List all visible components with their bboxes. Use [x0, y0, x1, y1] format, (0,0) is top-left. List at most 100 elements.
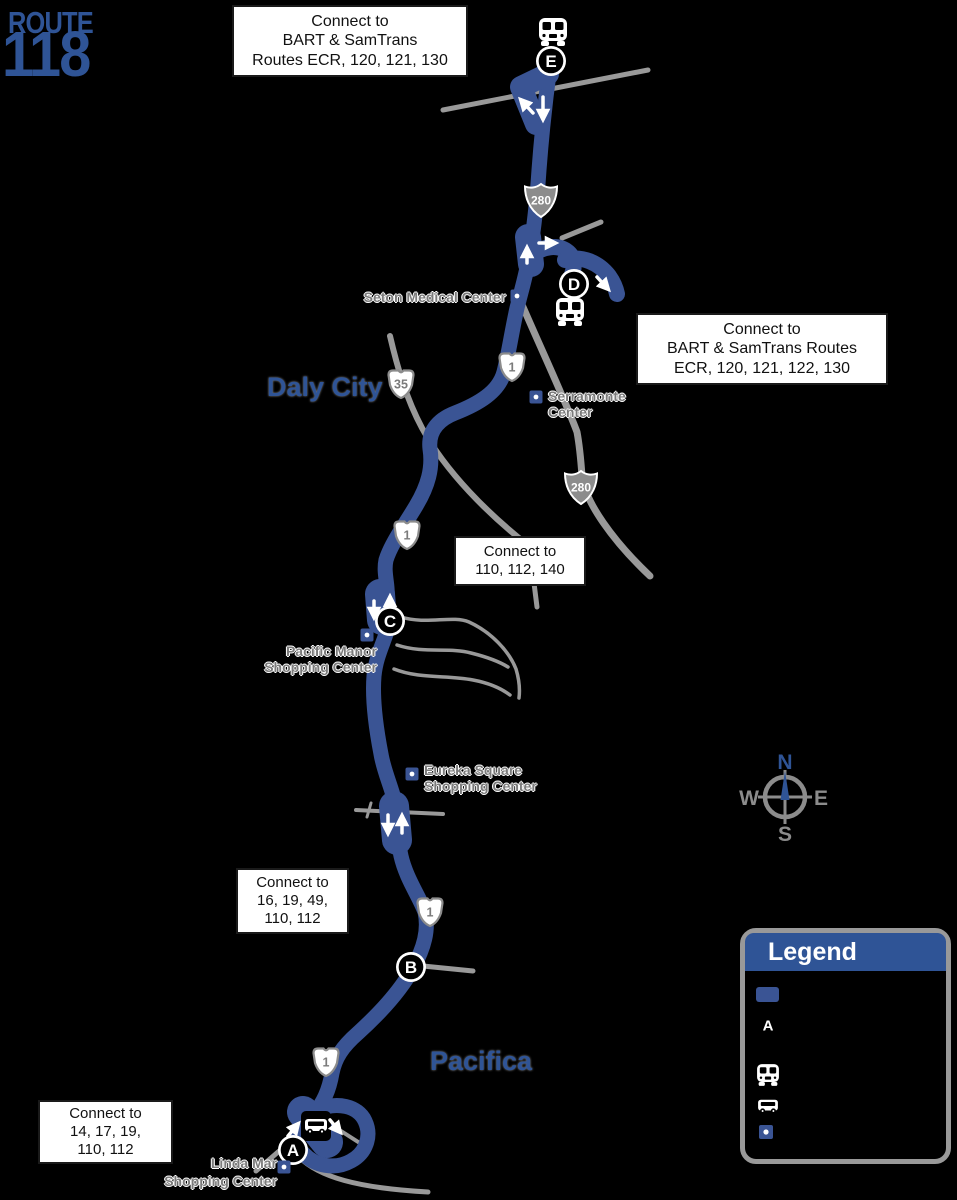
- stop-label-line: Center: [548, 404, 593, 420]
- direction-arrows: [285, 95, 611, 1138]
- bus-stop-marker: [510, 289, 524, 303]
- arrow-down-right-icon: [327, 1118, 343, 1136]
- route-line: [284, 58, 625, 1174]
- street-c-2: [395, 643, 510, 669]
- compass-east-label: E: [814, 787, 828, 810]
- stop-label-linda-mar: Linda Mar Shopping Center: [137, 1154, 277, 1190]
- callout-line: 110, 112, 140: [475, 561, 565, 578]
- callout-connect-e: Connect to BART & SamTrans Routes ECR, 1…: [232, 5, 468, 77]
- timepoint-e: E: [536, 46, 566, 76]
- legend-icons: A: [756, 987, 780, 1139]
- stop-label-line: Eureka Square: [424, 762, 523, 778]
- svg-text:A: A: [763, 1018, 774, 1035]
- bus-icon: [758, 1099, 778, 1114]
- street-d-stub: [559, 219, 604, 241]
- arrow-up-right-icon: [285, 1120, 301, 1138]
- callout-line: 16, 19, 49,: [257, 891, 328, 909]
- stop-label-seton-medical-center: Seton Medical Center: [360, 289, 506, 305]
- callout-line: BART & SamTrans Routes: [667, 340, 857, 358]
- stop-label-line: Linda Mar: [210, 1155, 277, 1171]
- street-c-3: [392, 667, 512, 697]
- stop-label-line: Seton Medical Center: [363, 289, 506, 305]
- state-route-1-shield: 1: [312, 1047, 340, 1078]
- timepoint-b: B: [396, 952, 426, 982]
- bus-terminal-icon: [301, 1111, 331, 1141]
- svg-text:1: 1: [404, 529, 411, 543]
- route-line-swatch: [756, 987, 779, 1002]
- state-route-1-shield: 1: [416, 897, 444, 928]
- timepoint-c: C: [375, 606, 405, 636]
- timepoint-a: A: [278, 1135, 308, 1165]
- svg-text:1: 1: [509, 361, 516, 375]
- state-route-1-shield: 1: [498, 352, 526, 383]
- street-b-stub: [420, 963, 476, 974]
- callout-connect-c: Connect to 110, 112, 140: [454, 536, 586, 586]
- callout-line: Routes ECR, 120, 121, 130: [252, 51, 448, 69]
- svg-text:A: A: [287, 1141, 299, 1160]
- callout-line: Connect to: [256, 873, 329, 891]
- svg-text:C: C: [384, 612, 396, 631]
- stop-label-line: Serramonte: [548, 388, 626, 404]
- compass-west-label: W: [739, 787, 759, 810]
- svg-text:280: 280: [571, 481, 591, 495]
- callout-line: 110, 112: [77, 1141, 134, 1159]
- state-route-35-shield: 35: [387, 369, 415, 400]
- svg-text:B: B: [405, 958, 417, 977]
- callout-line: ECR, 120, 121, 122, 130: [673, 359, 851, 377]
- bus-stop-marker: [360, 628, 374, 642]
- street-eureka-tick: [365, 801, 373, 819]
- route-word: ROUTE: [8, 5, 94, 40]
- route-number: 118: [2, 18, 91, 90]
- street-stub-mid: [531, 580, 540, 610]
- stop-label-line: Shopping Center: [164, 1173, 277, 1189]
- stop-label-serramonte-center: Serramonte Center: [548, 388, 626, 420]
- svg-text:E: E: [545, 52, 556, 71]
- bus-stop-marker: [277, 1160, 291, 1174]
- compass-south-label: S: [778, 823, 792, 846]
- bart-train-icon: [757, 1064, 779, 1086]
- interstate-280-shield: 280: [563, 469, 599, 506]
- compass-north-label: N: [777, 751, 792, 774]
- stop-label-line: Shopping Center: [264, 659, 377, 675]
- svg-text:35: 35: [394, 378, 408, 392]
- stop-label-line: Pacific Manor: [285, 643, 377, 659]
- bus-stop-marker-icon: [759, 1125, 773, 1139]
- route-widen-eureka: [379, 791, 412, 855]
- svg-text:280: 280: [531, 194, 551, 208]
- callout-line: 14, 17, 19,: [70, 1122, 141, 1140]
- compass-rose: N S W E: [739, 751, 828, 846]
- callout-line: 110, 112: [264, 910, 321, 928]
- timepoint-d: D: [559, 269, 589, 299]
- city-label-pacifica: Pacifica: [430, 1046, 533, 1076]
- callout-line: BART & SamTrans: [282, 32, 418, 50]
- bus-stop-marker: [529, 390, 543, 404]
- callout-line: Connect to: [723, 320, 801, 338]
- timepoint-marker-icon: A: [756, 1013, 780, 1037]
- city-label-daly-city: Daly City: [267, 372, 383, 402]
- arrow-up-left-icon: [518, 96, 535, 115]
- route-trunk: [306, 58, 558, 1122]
- callout-connect-d: Connect to BART & SamTrans Routes ECR, 1…: [636, 313, 888, 385]
- legend-box: Legend A: [740, 928, 951, 1164]
- stop-label-pacific-manor: Pacific Manor Shopping Center: [237, 643, 377, 675]
- interstate-280-shield: 280: [523, 182, 559, 219]
- legend-title: Legend: [745, 933, 946, 971]
- callout-line: Connect to: [483, 542, 557, 560]
- callout-connect-a: Connect to 14, 17, 19, 110, 112: [38, 1100, 173, 1164]
- stop-label-line: Shopping Center: [424, 778, 537, 794]
- bus-stop-marker: [405, 767, 419, 781]
- route-d-branch-2: [557, 250, 625, 302]
- bart-train-icon: [539, 18, 567, 46]
- callout-line: Connect to: [69, 1104, 142, 1122]
- svg-text:1: 1: [323, 1056, 330, 1070]
- arrow-down-right-icon: [595, 275, 611, 293]
- stop-label-eureka-square: Eureka Square Shopping Center: [424, 762, 537, 794]
- bart-train-icon: [556, 298, 584, 326]
- street-lines: [253, 67, 654, 1195]
- street-c-1: [399, 615, 522, 700]
- callout-line: Connect to: [311, 12, 389, 30]
- callout-connect-b: Connect to 16, 19, 49, 110, 112: [236, 868, 349, 934]
- state-route-1-shield: 1: [393, 520, 421, 551]
